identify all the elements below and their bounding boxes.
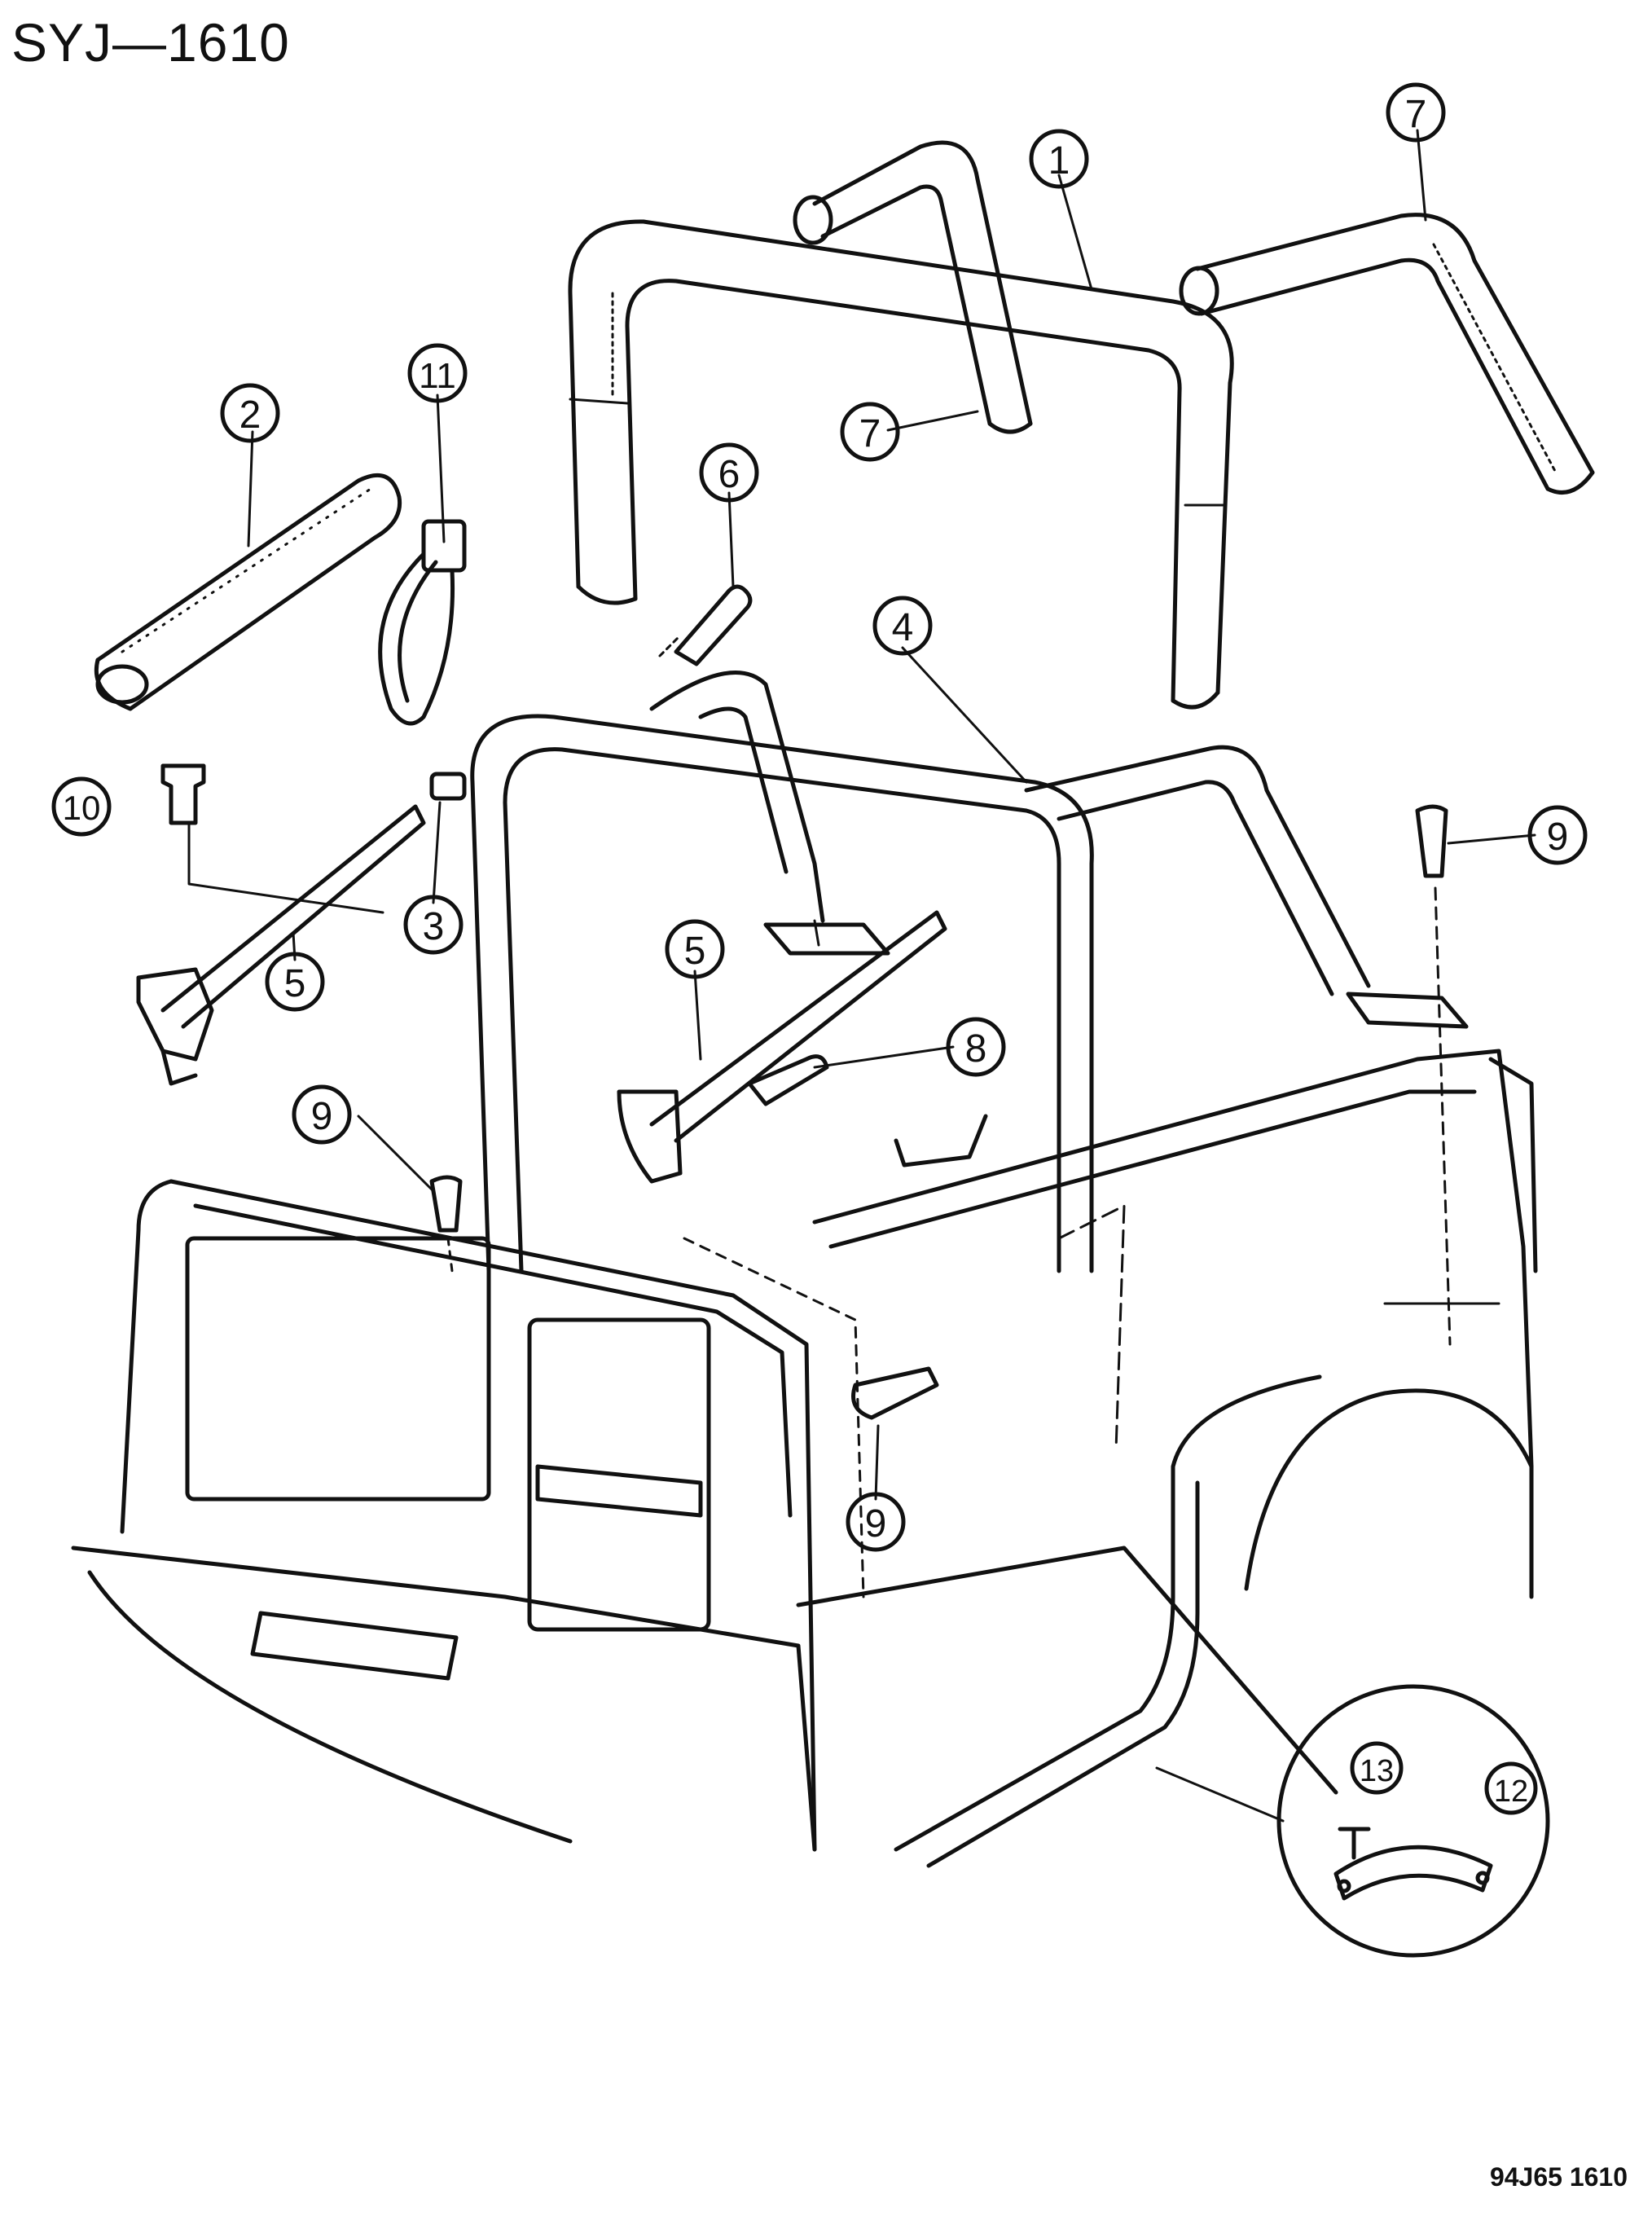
svg-text:9: 9 (1547, 816, 1569, 859)
svg-text:8: 8 (965, 1027, 987, 1071)
callout-3: 3 (403, 895, 464, 955)
callouts: 1 7 7 2 11 6 4 10 3 5 5 8 9 9 9 13 12 (51, 82, 1588, 1815)
brace-right (617, 910, 947, 1184)
detail-circle (1155, 1684, 1550, 1958)
callout-7-mid: 7 (840, 402, 900, 462)
brace-left (136, 804, 426, 1086)
vehicle-body (71, 1049, 1538, 1868)
bracket-12 (1333, 1845, 1493, 1901)
callout-12: 12 (1484, 1761, 1538, 1815)
strap (378, 519, 467, 726)
callout-9-right: 9 (1527, 805, 1588, 865)
svg-text:6: 6 (718, 453, 740, 496)
bolt-9-left (429, 1175, 463, 1273)
callout-7-top: 7 (1386, 82, 1446, 143)
svg-text:12: 12 (1494, 1774, 1528, 1809)
callout-5-left: 5 (265, 952, 325, 1012)
callout-9-lower: 9 (846, 1492, 906, 1552)
main-roll-bar (470, 671, 1469, 1273)
bolt-9-right (1415, 804, 1452, 1346)
svg-text:7: 7 (1405, 93, 1427, 136)
svg-text:1: 1 (1048, 139, 1070, 182)
svg-text:9: 9 (865, 1502, 887, 1546)
bolt-9-lower (851, 1366, 939, 1420)
foam-pad (94, 473, 402, 711)
tube-section-left (793, 140, 1033, 434)
svg-text:5: 5 (684, 930, 706, 973)
callout-4: 4 (872, 596, 933, 656)
bolt-6 (658, 584, 753, 666)
svg-text:11: 11 (419, 356, 456, 396)
callout-13: 13 (1350, 1741, 1404, 1795)
diagram-title: SYJ—1610 (11, 12, 290, 73)
svg-text:7: 7 (859, 412, 881, 455)
screw-13 (1338, 1827, 1371, 1860)
rear-sport-bar-hoop (568, 219, 1234, 710)
tube-section-right (1179, 213, 1595, 495)
svg-text:10: 10 (63, 789, 101, 827)
callout-9-left: 9 (292, 1084, 352, 1145)
callout-8: 8 (946, 1017, 1006, 1077)
sleeve (429, 772, 467, 801)
callout-5-right: 5 (665, 919, 725, 979)
svg-text:2: 2 (239, 394, 261, 437)
callout-1: 1 (1029, 129, 1089, 189)
svg-text:13: 13 (1360, 1754, 1394, 1788)
bolt-8 (747, 1054, 829, 1106)
callout-11: 11 (407, 343, 468, 403)
callout-10: 10 (51, 776, 112, 837)
svg-text:3: 3 (423, 905, 445, 948)
drawing-code: 94J65 1610 (1489, 2162, 1628, 2192)
callout-2: 2 (220, 383, 280, 443)
svg-text:9: 9 (311, 1095, 333, 1138)
leader-lines (187, 129, 1536, 1501)
svg-text:5: 5 (284, 962, 306, 1005)
callout-6: 6 (699, 442, 759, 503)
bolt-10 (160, 763, 206, 825)
svg-text:4: 4 (892, 606, 914, 649)
